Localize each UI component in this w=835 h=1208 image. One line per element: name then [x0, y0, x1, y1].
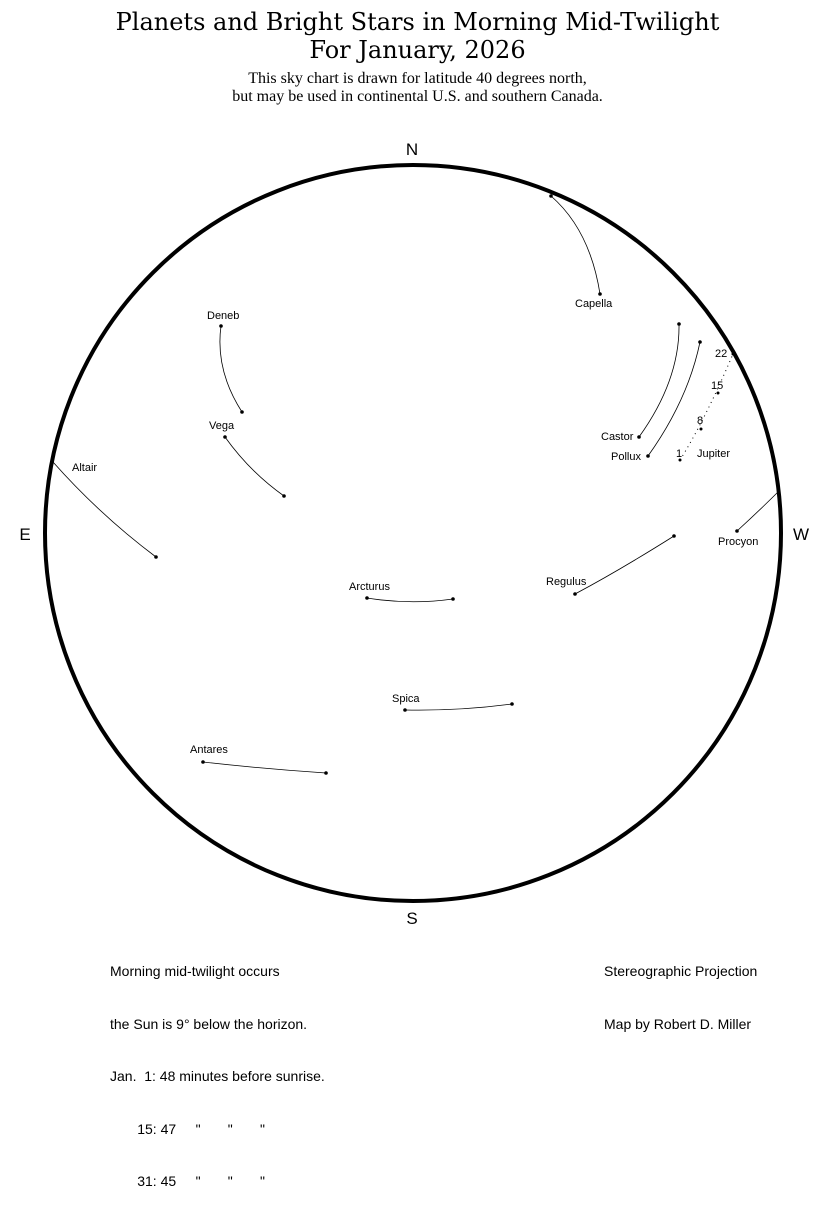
arcturus-end-dot: [451, 597, 455, 601]
compass-north: N: [406, 140, 418, 159]
star-capella: Capella: [549, 194, 613, 310]
star-deneb: Deneb: [207, 310, 244, 414]
arcturus-track: [366, 597, 454, 603]
capella-start-dot: [549, 194, 553, 198]
spica-label: Spica: [392, 693, 420, 705]
capella-track: [550, 195, 601, 295]
subtitle-line-2: but may be used in continental U.S. and …: [232, 88, 603, 105]
castor-label: Castor: [601, 431, 634, 443]
castor-end-dot: [637, 435, 641, 439]
twilight-note-line-4: 15: 47 " " ": [110, 1120, 265, 1137]
star-castor: Castor: [601, 322, 681, 443]
projection-note: Stereographic Projection: [604, 963, 758, 979]
regulus-end-dot: [573, 592, 577, 596]
star-altair: Altair: [52, 461, 158, 559]
vega-track: [224, 436, 285, 497]
vega-start-dot: [223, 435, 227, 439]
arcturus-start-dot: [365, 596, 369, 600]
star-vega: Vega: [209, 420, 286, 498]
compass-west: W: [793, 525, 809, 544]
twilight-note-line-5: 31: 45 " " ": [110, 1173, 265, 1189]
twilight-note-line-1: Morning mid-twilight occurs: [110, 963, 280, 979]
star-antares: Antares: [190, 744, 328, 775]
arcturus-label: Arcturus: [349, 581, 390, 593]
deneb-track: [219, 325, 243, 413]
antares-start-dot: [201, 760, 205, 764]
chart-date: For January, 2026: [309, 36, 526, 64]
regulus-label: Regulus: [546, 576, 587, 588]
procyon-label: Procyon: [718, 536, 758, 548]
castor-track: [638, 323, 680, 438]
author-credit: Map by Robert D. Miller: [604, 1015, 752, 1032]
jupiter-date-1: 1: [676, 448, 682, 460]
altair-label: Altair: [72, 462, 97, 474]
pollux-start-dot: [698, 340, 702, 344]
antares-label: Antares: [190, 744, 228, 756]
antares-track: [202, 761, 327, 774]
pollux-end-dot: [646, 454, 650, 458]
star-regulus: Regulus: [546, 534, 676, 596]
procyon-end-dot: [735, 529, 739, 533]
altair-end-dot: [154, 555, 158, 559]
jupiter-dot-22: [731, 352, 735, 356]
credits: Stereographic Projection Map by Robert D…: [604, 928, 757, 1051]
star-procyon: Procyon: [718, 489, 781, 548]
pollux-label: Pollux: [611, 451, 641, 463]
jupiter-dot-15: [716, 391, 720, 395]
twilight-note-line-2: the Sun is 9° below the horizon.: [110, 1015, 308, 1032]
star-arcturus: Arcturus: [349, 581, 455, 603]
twilight-note-line-3: Jan. 1: 48 minutes before sunrise.: [110, 1068, 325, 1084]
sky-chart: N S E W Capella Deneb Vega Castor Pollux: [19, 140, 809, 928]
deneb-label: Deneb: [207, 310, 239, 322]
spica-end-dot: [510, 702, 514, 706]
deneb-start-dot: [219, 324, 223, 328]
spica-start-dot: [403, 708, 407, 712]
capella-end-dot: [598, 292, 602, 296]
procyon-track: [736, 489, 781, 532]
star-spica: Spica: [392, 693, 514, 712]
capella-label: Capella: [575, 298, 613, 310]
vega-label: Vega: [209, 420, 235, 432]
antares-end-dot: [324, 771, 328, 775]
deneb-end-dot: [240, 410, 244, 414]
twilight-notes: Morning mid-twilight occurs the Sun is 9…: [110, 928, 325, 1208]
compass-south: S: [406, 909, 417, 928]
subtitle-line-1: This sky chart is drawn for latitude 40 …: [248, 70, 587, 87]
horizon-circle: [43, 163, 783, 903]
jupiter-dot-1: [678, 458, 682, 462]
chart-title: Planets and Bright Stars in Morning Mid-…: [115, 8, 720, 36]
jupiter-label: Jupiter: [697, 448, 730, 460]
castor-start-dot: [677, 322, 681, 326]
vega-end-dot: [282, 494, 286, 498]
jupiter-date-15: 15: [711, 380, 723, 392]
jupiter-dot-8: [699, 427, 703, 431]
spica-track: [404, 703, 513, 711]
altair-track: [52, 461, 157, 558]
regulus-start-dot: [672, 534, 676, 538]
compass-east: E: [19, 525, 30, 544]
jupiter-track: [679, 353, 734, 461]
planet-jupiter: 1 8 15 22 Jupiter: [676, 348, 735, 462]
jupiter-date-22: 22: [715, 348, 727, 360]
jupiter-date-8: 8: [697, 415, 703, 427]
star-pollux: Pollux: [611, 340, 702, 463]
regulus-track: [574, 535, 675, 595]
pollux-track: [647, 341, 701, 457]
